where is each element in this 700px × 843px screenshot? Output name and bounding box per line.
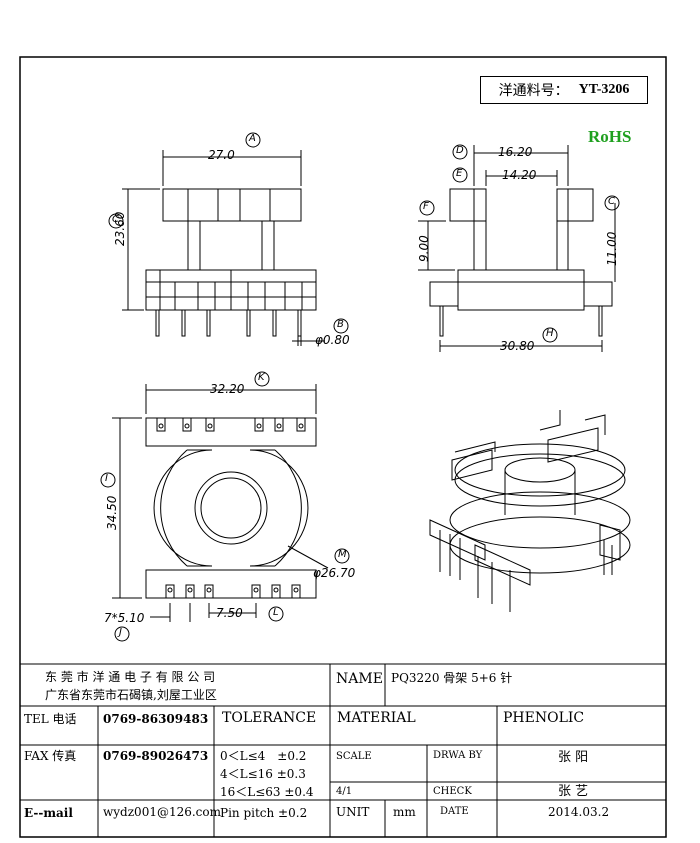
dim-l: 7.50 <box>216 606 243 620</box>
label-c: C <box>112 214 119 225</box>
front-view <box>108 132 349 346</box>
label-i: I <box>105 473 108 484</box>
unit-value: mm <box>393 805 416 819</box>
label-f: F <box>423 201 429 212</box>
tolerance-line-1: 0＜L≤4 ±0.2 <box>220 749 307 763</box>
dim-c2: 11.00 <box>605 231 619 266</box>
dim-f: 9.00 <box>417 235 431 262</box>
name-label: NAME <box>336 671 383 687</box>
fax-label: FAX 传真 <box>24 749 77 763</box>
tolerance-line-3: 16＜L≤63 ±0.4 <box>220 785 314 799</box>
tolerance-line-2: 4＜L≤16 ±0.3 <box>220 767 306 781</box>
material-value: PHENOLIC <box>503 710 585 726</box>
sheet-border <box>19 56 667 838</box>
top-view <box>100 371 350 642</box>
label-d: D <box>456 145 464 156</box>
dim-k: 32.20 <box>210 382 245 396</box>
rohs-mark: RoHS <box>588 127 632 146</box>
email-value: wydz001@126.com <box>103 805 222 819</box>
dim-j: 7*5.10 <box>104 611 145 625</box>
date-label: DATE <box>440 806 469 817</box>
company-address: 广东省东莞市石碣镇,刘屋工业区 <box>45 688 217 702</box>
part-number-value: YT-3206 <box>578 82 630 97</box>
label-k: K <box>258 372 265 383</box>
tel-label: TEL 电话 <box>24 712 77 726</box>
label-l: L <box>273 607 279 618</box>
label-j: J <box>119 627 122 638</box>
drawby-value: 张 阳 <box>558 750 589 765</box>
dim-i: 34.50 <box>105 495 119 530</box>
label-m: M <box>338 549 347 560</box>
email-label: E--mail <box>24 806 73 820</box>
label-c2: C <box>608 196 615 207</box>
material-label: MATERIAL <box>337 710 416 726</box>
fax-value: 0769-89026473 <box>103 749 209 763</box>
dim-h: 30.80 <box>500 339 535 353</box>
unit-label: UNIT <box>336 805 370 819</box>
check-value: 张 艺 <box>558 784 589 799</box>
part-number-label: 洋通料号： <box>498 83 569 99</box>
name-value: PQ3220 骨架 5+6 针 <box>391 671 513 685</box>
isometric-view <box>429 410 631 612</box>
tel-value: 0769-86309483 <box>103 712 209 726</box>
company-name: 东 莞 市 洋 通 电 子 有 限 公 司 <box>45 670 216 684</box>
scale-value: 4/1 <box>336 786 353 797</box>
tolerance-line-4: Pin pitch ±0.2 <box>220 806 308 820</box>
date-value: 2014.03.2 <box>548 805 610 819</box>
label-h: H <box>546 328 554 339</box>
label-b: B <box>337 319 344 330</box>
dim-m: φ26.70 <box>313 566 356 580</box>
dim-e: 14.20 <box>502 168 537 182</box>
dim-a: 27.0 <box>208 148 235 162</box>
side-view <box>418 144 620 352</box>
title-block-grid <box>20 663 666 837</box>
scale-label: SCALE <box>336 751 372 762</box>
check-label: CHECK <box>433 786 472 797</box>
drawby-label: DRWA BY <box>433 750 483 761</box>
label-a: A <box>249 133 256 144</box>
dim-d: 16.20 <box>498 145 533 159</box>
dim-b: φ0.80 <box>315 333 350 347</box>
label-e: E <box>456 168 463 179</box>
part-number-box: 洋通料号： YT-3206 <box>480 76 648 104</box>
tolerance-label: TOLERANCE <box>222 710 317 726</box>
